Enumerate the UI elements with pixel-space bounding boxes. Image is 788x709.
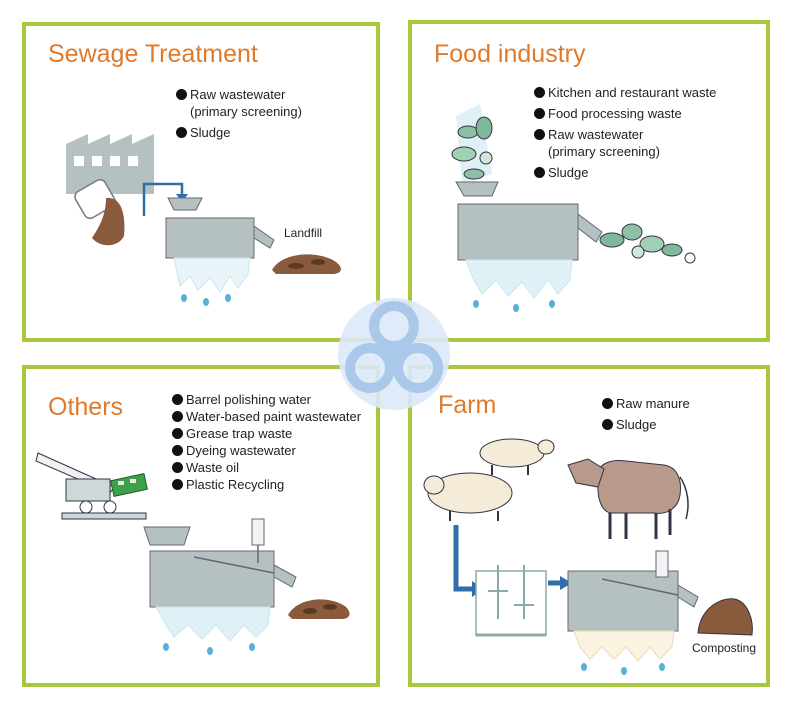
center-logo-icon (338, 298, 450, 410)
cow-icon (567, 458, 689, 539)
farm-source-list: Raw manure Sludge (602, 395, 690, 433)
screw-press-icon (567, 550, 699, 675)
pig-icon (423, 438, 555, 521)
list-item: Sludge (602, 416, 690, 433)
panel-title: Sewage Treatment (48, 40, 258, 68)
vegetable-pile-icon (599, 223, 696, 264)
sewage-illustration (66, 134, 341, 306)
panel-title: Food industry (434, 40, 586, 68)
screw-press-icon (165, 197, 275, 306)
list-item: Plastic Recycling (172, 476, 361, 493)
list-item: Sludge (534, 164, 716, 181)
food-source-list: Kitchen and restaurant waste Food proces… (534, 84, 716, 181)
list-item: Raw wastewater (primary screening) (534, 126, 716, 160)
screw-press-icon (143, 518, 297, 655)
food-industry-panel: Food industry Kitchen and restaurant was… (408, 20, 770, 342)
food-illustration (451, 104, 696, 312)
panel-title: Others (48, 393, 124, 421)
circuit-board-icon (35, 452, 148, 520)
factory-icon (66, 134, 154, 194)
list-item: Water-based paint wastewater (172, 408, 361, 425)
panel-title: Farm (438, 391, 497, 419)
composting-label: Composting (692, 641, 757, 655)
others-source-list: Barrel polishing water Water-based paint… (172, 391, 361, 493)
farm-panel: Farm Raw manure Sludge (408, 365, 770, 687)
sewage-source-list: Raw wastewater (primary screening) Sludg… (176, 86, 302, 141)
list-item: Raw wastewater (primary screening) (176, 86, 302, 120)
list-item: Food processing waste (534, 105, 716, 122)
landfill-icon (288, 599, 350, 619)
bucket-icon (74, 178, 125, 246)
list-item: Sludge (176, 124, 302, 141)
list-item: Dyeing wastewater (172, 442, 361, 459)
farm-illustration (423, 438, 753, 675)
mixing-tank-icon (475, 565, 547, 637)
compost-pile-icon (697, 598, 753, 636)
landfill-label: Landfill (284, 226, 323, 240)
list-item: Grease trap waste (172, 425, 361, 442)
list-item: Waste oil (172, 459, 361, 476)
screw-press-icon (455, 181, 603, 312)
others-panel: Others Barrel polishing water Water-base… (22, 365, 380, 687)
sewage-treatment-panel: Sewage Treatment Raw wastewater (primary… (22, 22, 380, 342)
landfill-icon (272, 254, 341, 274)
others-illustration (35, 452, 350, 655)
list-item: Raw manure (602, 395, 690, 412)
food-waste-icon (451, 104, 493, 184)
list-item: Barrel polishing water (172, 391, 361, 408)
list-item: Kitchen and restaurant waste (534, 84, 716, 101)
